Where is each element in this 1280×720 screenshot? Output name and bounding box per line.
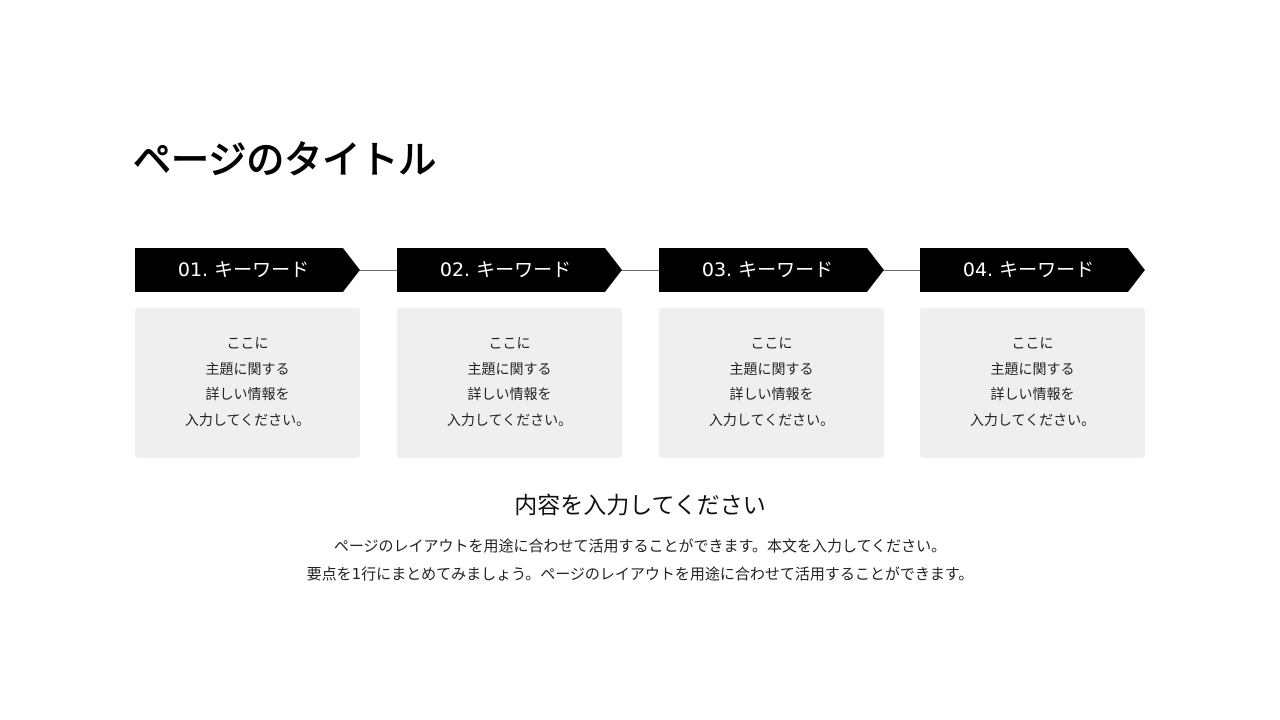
step-3-keyword: 03. キーワード <box>701 259 834 281</box>
step-3-card: ここに 主題に関する 詳しい情報を 入力してください。 <box>659 308 884 458</box>
card-line: 主題に関する <box>467 361 552 378</box>
step-4-keyword: 04. キーワード <box>962 259 1095 281</box>
step-1: 01. キーワード ここに 主題に関する 詳しい情報を 入力してください。 <box>135 248 360 458</box>
step-1-card: ここに 主題に関する 詳しい情報を 入力してください。 <box>135 308 360 458</box>
card-line: 詳しい情報を <box>729 387 814 403</box>
step-3: 03. キーワード ここに 主題に関する 詳しい情報を 入力してください。 <box>659 248 884 458</box>
summary-line-2: 要点を1行にまとめてみましょう。ページのレイアウトを用途に合わせて活用することが… <box>306 565 974 583</box>
card-line: 詳しい情報を <box>990 387 1075 403</box>
step-4: 04. キーワード ここに 主題に関する 詳しい情報を 入力してください。 <box>920 248 1145 458</box>
summary-line-1: ページのレイアウトを用途に合わせて活用することができます。本文を入力してください… <box>333 537 947 555</box>
page-title: ページのタイトル <box>133 138 437 182</box>
step-2: 02. キーワード ここに 主題に関する 詳しい情報を 入力してください。 <box>397 248 622 458</box>
card-line: 入力してください。 <box>184 412 311 429</box>
card-line: 入力してください。 <box>708 412 835 429</box>
step-1-keyword: 01. キーワード <box>177 259 310 281</box>
step-2-card: ここに 主題に関する 詳しい情報を 入力してください。 <box>397 308 622 458</box>
card-line: ここに <box>1011 336 1054 352</box>
step-3-arrow-label: 03. キーワード <box>659 248 884 292</box>
card-line: 詳しい情報を <box>467 387 552 403</box>
summary-body: ページのレイアウトを用途に合わせて活用することができます。本文を入力してください… <box>0 532 1280 588</box>
card-line: 主題に関する <box>205 361 290 378</box>
card-line: 主題に関する <box>990 361 1075 378</box>
card-line: 主題に関する <box>729 361 814 378</box>
card-line: ここに <box>226 336 269 352</box>
card-line: 詳しい情報を <box>205 387 290 403</box>
step-connector-2 <box>618 270 660 271</box>
card-line: 入力してください。 <box>446 412 573 429</box>
step-4-arrow-label: 04. キーワード <box>920 248 1145 292</box>
card-line: 入力してください。 <box>969 412 1096 429</box>
step-2-keyword: 02. キーワード <box>439 259 572 281</box>
step-2-arrow-label: 02. キーワード <box>397 248 622 292</box>
step-4-card: ここに 主題に関する 詳しい情報を 入力してください。 <box>920 308 1145 458</box>
card-line: ここに <box>488 336 531 352</box>
step-1-arrow-label: 01. キーワード <box>135 248 360 292</box>
card-line: ここに <box>750 336 793 352</box>
step-connector-3 <box>880 270 922 271</box>
summary-heading: 内容を入力してください <box>514 493 766 519</box>
step-connector-1 <box>356 270 398 271</box>
